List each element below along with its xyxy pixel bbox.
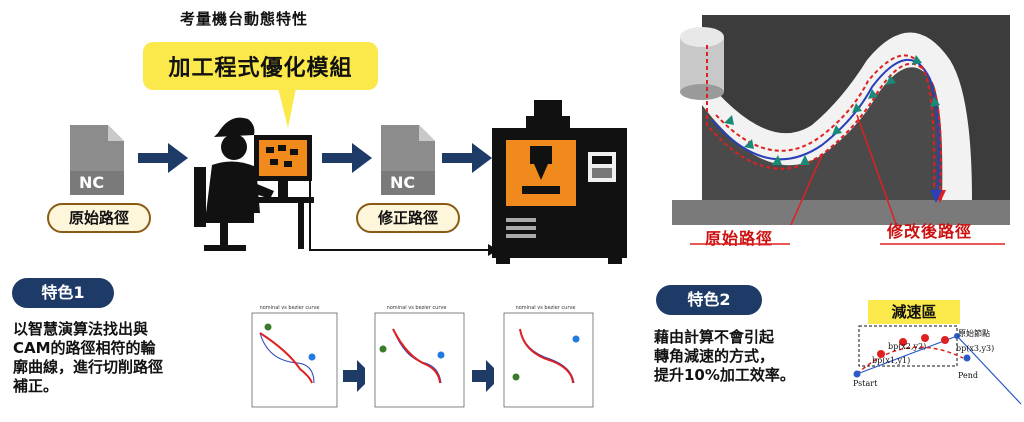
plot-canvas	[251, 312, 338, 408]
feature1-line: 廓曲線，進行切削路徑	[13, 358, 164, 376]
feature1-badge: 特色1	[12, 278, 114, 308]
bp3-label: bp(x3,y3)	[956, 344, 995, 353]
feature2-badge: 特色2	[656, 285, 762, 315]
flow-arrow-icon	[138, 143, 188, 173]
feature2-line: 提升10%加工效率。	[654, 366, 795, 384]
nc-file-label: NC	[79, 173, 105, 192]
decel-zone-title: 減速區	[868, 300, 960, 324]
feature2-description: 藉由計算不會引起 轉角減速的方式， 提升10%加工效率。	[654, 328, 844, 385]
underline-rule	[690, 243, 1005, 245]
flow-arrow-icon	[442, 143, 492, 173]
bp1-label: bp(x1,y1)	[872, 356, 911, 365]
feature1-line: 補正。	[13, 377, 59, 395]
optimization-module-box: 加工程式優化模組	[143, 42, 378, 90]
corrected-path-pill: 修正路徑	[356, 203, 460, 233]
bp2-label: bp(x2,y2)	[888, 342, 927, 351]
bezier-plot-1: nominal vs bezier curve	[238, 305, 341, 417]
connector-line	[309, 180, 498, 256]
plot-title: nominal vs bezier curve	[259, 305, 320, 311]
plot-title: nominal vs bezier curve	[515, 305, 576, 311]
feature1-line: CAM的路徑相符的輪	[13, 339, 156, 357]
bezier-plot-3: nominal vs bezier curve	[494, 305, 597, 417]
top-title: 考量機台動態特性	[180, 10, 309, 28]
feature2-line: 藉由計算不會引起	[654, 328, 775, 346]
plot-canvas	[503, 312, 594, 408]
feature1-line: 以智慧演算法找出與	[13, 320, 149, 338]
decel-zone-diagram	[853, 325, 1022, 405]
p-start-label: Pstart	[853, 379, 878, 388]
nc-file-icon	[381, 125, 435, 195]
p-end-label: Pend	[958, 371, 979, 380]
bezier-plot-2: nominal vs bezier curve	[365, 305, 468, 417]
flow-arrow-icon	[322, 143, 372, 173]
operator-icon	[194, 117, 314, 251]
cnc-machine-icon	[492, 100, 627, 264]
original-path-pill: 原始路徑	[47, 203, 151, 233]
callout-pointer	[278, 88, 296, 128]
machining-path-photo	[672, 15, 1010, 225]
nc-file-label: NC	[390, 173, 416, 192]
feature2-line: 轉角減速的方式，	[654, 347, 775, 365]
feature1-description: 以智慧演算法找出與 CAM的路徑相符的輪 廓曲線，進行切削路徑 補正。	[13, 320, 233, 396]
nc-file-icon	[70, 125, 124, 195]
photo-modified-path-label: 修改後路徑	[887, 222, 973, 241]
node-label: 原始節點	[958, 329, 990, 338]
plot-canvas	[374, 312, 465, 408]
plot-title: nominal vs bezier curve	[386, 305, 447, 311]
